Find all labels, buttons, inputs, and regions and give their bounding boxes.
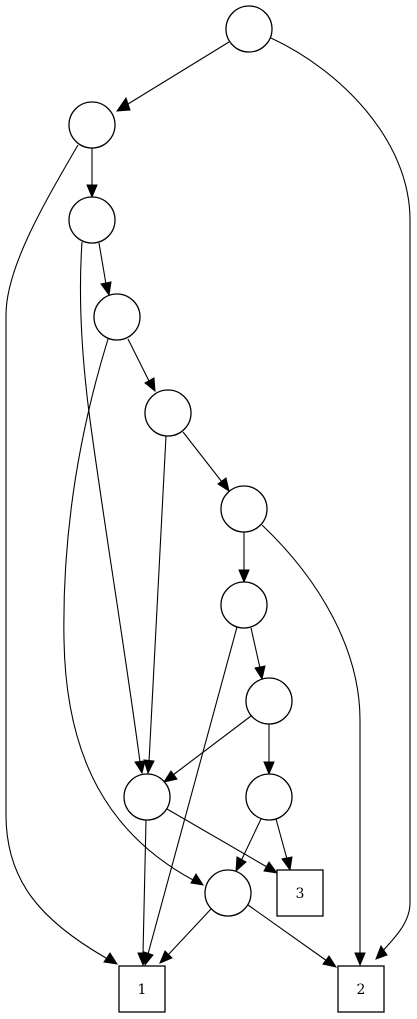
node-n5 bbox=[220, 485, 268, 533]
node-circle bbox=[144, 389, 192, 437]
edge-line bbox=[148, 435, 167, 763]
edge-n7-to-n9 bbox=[263, 724, 275, 776]
edge-n4-to-n8 bbox=[143, 435, 167, 775]
edge-line bbox=[261, 524, 361, 954]
edge-n8-to-t1 bbox=[137, 819, 149, 967]
arrowhead bbox=[162, 770, 178, 783]
edge-line bbox=[240, 818, 262, 862]
edges-layer bbox=[5, 37, 411, 968]
node-circle bbox=[68, 196, 116, 244]
node-circle bbox=[204, 869, 252, 917]
edge-n3-to-n4 bbox=[127, 338, 156, 393]
edge-n9-to-n10 bbox=[235, 818, 262, 873]
edge-line bbox=[142, 819, 147, 955]
arrowhead bbox=[281, 856, 293, 872]
node-circle bbox=[220, 581, 268, 629]
edge-line bbox=[127, 41, 230, 105]
edge-line bbox=[182, 431, 223, 483]
edge-n8-to-t3 bbox=[166, 808, 279, 874]
node-circle bbox=[220, 485, 268, 533]
node-circle bbox=[245, 677, 293, 725]
arrowhead bbox=[375, 944, 388, 960]
nodes-layer: 1 2 3 bbox=[68, 5, 385, 1013]
edge-n10-to-t1 bbox=[159, 908, 212, 964]
node-n7 bbox=[245, 677, 293, 725]
edge-n1-to-n2 bbox=[86, 148, 98, 199]
edge-line bbox=[98, 242, 107, 285]
terminal-node-t2: 2 bbox=[337, 965, 385, 1013]
node-n0 bbox=[225, 5, 273, 53]
edge-n0-to-t2 bbox=[270, 37, 411, 960]
arrowhead bbox=[235, 856, 247, 873]
edge-n9-to-t3 bbox=[275, 818, 293, 872]
node-box bbox=[337, 965, 385, 1013]
edge-line bbox=[275, 818, 288, 860]
arrowhead bbox=[115, 96, 131, 112]
node-n9 bbox=[245, 773, 293, 821]
node-circle bbox=[93, 293, 141, 341]
edge-n6-to-n7 bbox=[250, 627, 266, 681]
node-n4 bbox=[144, 389, 192, 437]
arrowhead bbox=[238, 569, 250, 584]
arrowhead bbox=[134, 760, 146, 775]
edge-line bbox=[5, 144, 107, 959]
edge-line bbox=[79, 241, 141, 763]
node-n8 bbox=[123, 773, 171, 821]
arrowhead bbox=[144, 377, 156, 393]
node-n6 bbox=[220, 581, 268, 629]
edge-n5-to-n6 bbox=[238, 532, 250, 584]
node-circle bbox=[245, 773, 293, 821]
node-circle bbox=[123, 773, 171, 821]
edge-n7-to-n8 bbox=[162, 715, 252, 783]
arrowhead bbox=[254, 665, 266, 681]
edge-n2-to-n3 bbox=[98, 242, 112, 297]
node-label: 1 bbox=[138, 982, 147, 998]
node-box bbox=[276, 869, 324, 917]
node-label: 2 bbox=[357, 982, 366, 998]
edge-line bbox=[63, 338, 194, 881]
terminal-node-t1: 1 bbox=[118, 965, 166, 1013]
edge-line bbox=[270, 37, 411, 953]
arrowhead bbox=[354, 952, 366, 967]
node-n1 bbox=[68, 101, 116, 149]
node-n10 bbox=[204, 869, 252, 917]
arrowhead bbox=[217, 477, 230, 493]
edge-line bbox=[247, 904, 328, 962]
arrowhead bbox=[159, 950, 173, 964]
arrowhead bbox=[263, 861, 279, 874]
edge-line bbox=[167, 908, 212, 956]
node-circle bbox=[68, 101, 116, 149]
edge-line bbox=[127, 338, 150, 382]
arrowhead bbox=[322, 955, 338, 968]
edge-n5-to-t2 bbox=[261, 524, 366, 967]
node-label: 3 bbox=[296, 886, 305, 902]
edge-n0-to-n1 bbox=[115, 41, 230, 112]
edge-line bbox=[250, 627, 261, 669]
node-box bbox=[118, 965, 166, 1013]
arrowhead bbox=[100, 281, 112, 297]
edge-n10-to-t2 bbox=[247, 904, 338, 968]
arrowhead bbox=[263, 761, 275, 776]
arrowhead bbox=[143, 759, 155, 775]
node-n3 bbox=[93, 293, 141, 341]
arrowhead bbox=[86, 184, 98, 199]
arrowhead bbox=[190, 873, 205, 886]
node-n2 bbox=[68, 196, 116, 244]
arrowhead bbox=[103, 952, 119, 965]
edge-line bbox=[172, 715, 252, 776]
edge-n4-to-n5 bbox=[182, 431, 230, 493]
edge-n3-to-n10 bbox=[63, 338, 205, 886]
node-circle bbox=[225, 5, 273, 53]
edge-n1-to-t1 bbox=[5, 144, 119, 965]
edge-line bbox=[147, 626, 238, 955]
edge-n2-to-n8 bbox=[79, 241, 146, 775]
terminal-node-t3: 3 bbox=[276, 869, 324, 917]
arrowhead bbox=[137, 952, 149, 967]
edge-line bbox=[166, 808, 268, 868]
